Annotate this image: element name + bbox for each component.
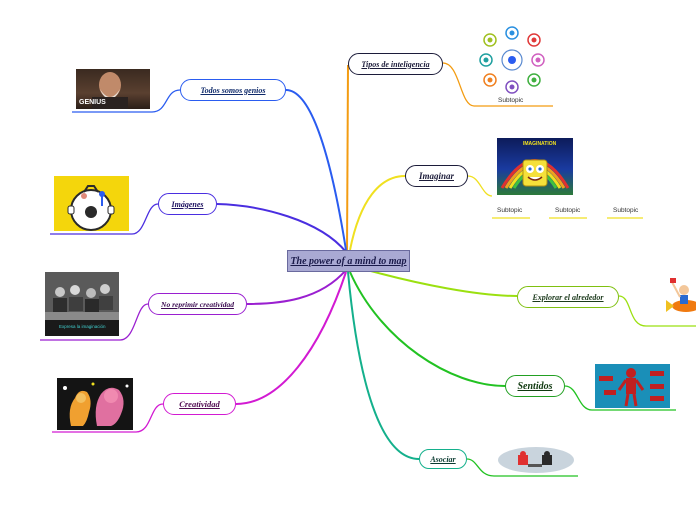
spongebob-imagination-image: IMAGINATION	[497, 138, 573, 195]
node-tipos-de-inteligencia[interactable]: Tipos de inteligencia	[348, 53, 443, 75]
link-creatividad-sub	[52, 403, 164, 433]
genius-caption: GENIUS	[79, 99, 106, 106]
central-topic[interactable]: The power of a mind to map	[287, 250, 410, 272]
link-asociar	[347, 271, 420, 460]
link-genios	[285, 89, 347, 251]
link-imagenes-sub	[50, 203, 159, 235]
subtopic-imaginar-2[interactable]: Subtopic	[555, 207, 581, 214]
link-explorar-sub	[618, 295, 696, 327]
node-imaginar[interactable]: Imaginar	[405, 165, 468, 187]
expresa-caption: Expresa la imaginación	[59, 324, 106, 329]
link-imagenes	[216, 203, 347, 253]
link-genios-sub	[72, 89, 181, 113]
link-reprimir	[246, 269, 347, 305]
link-tipos-sub	[442, 62, 553, 107]
genius-photo-image: GENIUS	[76, 69, 150, 109]
subtopic-imaginar-1[interactable]: Subtopic	[497, 207, 523, 214]
subtopic-imaginar-3[interactable]: Subtopic	[613, 207, 639, 214]
senses-diagram-image	[595, 364, 670, 408]
link-reprimir-sub	[40, 303, 149, 341]
link-imaginar-sub	[467, 175, 493, 197]
node-sentidos[interactable]: Sentidos	[505, 375, 565, 397]
link-creatividad	[235, 271, 347, 405]
link-imaginar	[349, 175, 406, 251]
link-sentidos	[349, 271, 506, 387]
creativity-art-image	[57, 378, 133, 430]
link-sentidos-sub	[564, 385, 676, 411]
head-diagram-image	[54, 176, 129, 231]
link-asociar-sub	[466, 458, 578, 477]
subtopic-tipos[interactable]: Subtopic	[498, 97, 524, 104]
link-tipos	[346, 64, 349, 251]
node-asociar[interactable]: Asociar	[419, 449, 467, 469]
rocket-boy-image	[664, 276, 696, 318]
chess-figures-image	[498, 447, 574, 473]
link-explorar	[359, 267, 518, 297]
imagination-label: IMAGINATION	[523, 141, 557, 147]
node-imagenes[interactable]: Imágenes	[158, 193, 217, 215]
node-no-reprimir-creatividad[interactable]: No reprimir creatividad	[148, 293, 247, 315]
multiple-intelligences-image	[477, 24, 547, 96]
classroom-photo-image: Expresa la imaginación	[45, 272, 119, 336]
node-explorar-el-alrededor[interactable]: Explorar el alrededor	[517, 286, 619, 308]
node-todos-somos-genios[interactable]: Todos somos genios	[180, 79, 286, 101]
node-creatividad[interactable]: Creatividad	[163, 393, 236, 415]
